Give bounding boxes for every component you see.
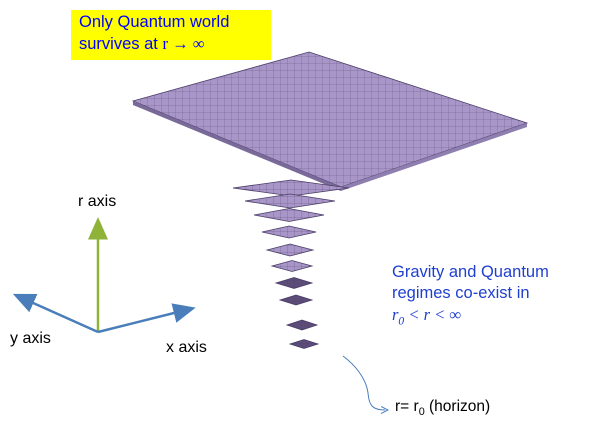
note-math-sub: 0: [398, 315, 405, 328]
callout-math: r → ∞: [162, 34, 205, 53]
horizon-prefix: r= r: [395, 398, 419, 415]
throat-layer-grid: [276, 277, 312, 289]
throat-layer-grid: [254, 208, 324, 222]
x-axis-label: x axis: [166, 339, 207, 356]
horizon-pointer: [342, 355, 385, 410]
throat-layer-grid: [233, 180, 349, 196]
y-axis-label: y axis: [10, 330, 51, 347]
throat-surfaces: [232, 179, 350, 349]
callout-line2-text: survives at: [79, 35, 163, 53]
y-axis-arrow: [12, 293, 99, 334]
callout-line1: Only Quantum world: [79, 13, 230, 31]
throat-layer-grid: [280, 295, 312, 305]
horizon-label: r= r0 (horizon): [395, 398, 490, 418]
throat-layer-grid: [267, 244, 313, 256]
throat-layer-grid: [262, 226, 316, 238]
quantum-callout: Only Quantum world survives at r → ∞: [71, 10, 271, 60]
note-math-r: r: [392, 305, 399, 324]
quantum-surface-top: [131, 51, 529, 191]
r-axis-label: r axis: [78, 193, 117, 210]
note-math: r0 < r < ∞: [392, 304, 549, 332]
x-axis-arrow: [97, 303, 196, 334]
throat-layer-grid: [272, 260, 312, 272]
throat-layer-grid: [245, 194, 335, 208]
throat-layer-grid: [287, 320, 317, 330]
callout-line2: survives at r → ∞: [79, 33, 263, 55]
note-math-rest: < r < ∞: [404, 305, 462, 324]
throat-layer-grid: [290, 339, 318, 349]
note-line2: regimes co-exist in: [392, 284, 530, 302]
note-line1: Gravity and Quantum: [392, 263, 549, 281]
horizon-suffix: (horizon): [424, 398, 491, 415]
horizon-sub: 0: [418, 406, 425, 419]
coexist-note: Gravity and Quantum regimes co-exist in …: [392, 262, 549, 332]
